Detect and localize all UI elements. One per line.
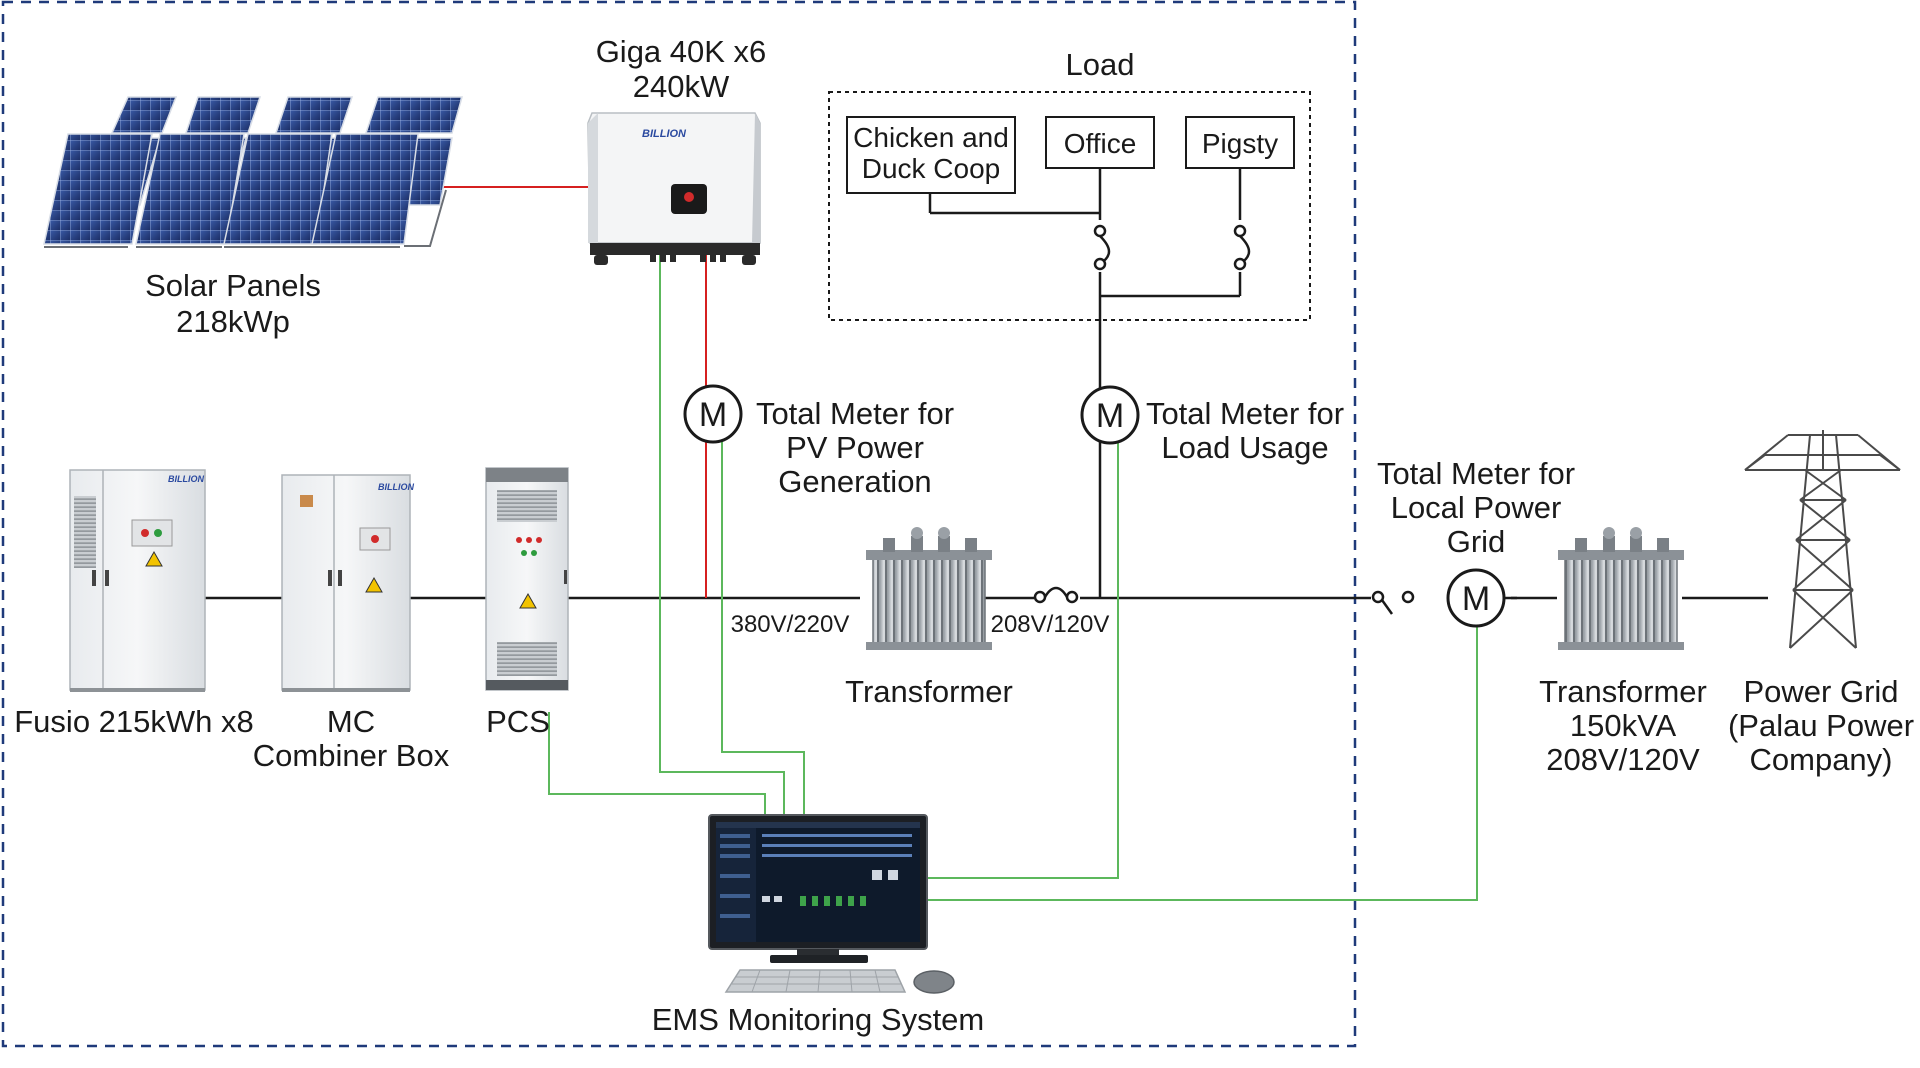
ems-label: EMS Monitoring System: [652, 1002, 985, 1037]
pcs-cabinet-icon: [485, 467, 569, 691]
ac-bus-lines: [205, 168, 1768, 600]
transformer-grid-label-line2: 150kVA: [1570, 708, 1677, 743]
battery-cabinet-icon: BILLION: [69, 469, 206, 692]
keyboard-icon: [724, 969, 907, 993]
meter-grid: M: [1446, 568, 1506, 628]
battery-brand: BILLION: [168, 474, 204, 484]
load-item-office: [1045, 116, 1155, 169]
bus-breaker: [1033, 586, 1079, 604]
transformer-grid-label-line1: Transformer: [1539, 674, 1707, 709]
combiner-label-line2: Combiner Box: [253, 738, 450, 773]
solar-label-line1: Solar Panels: [145, 268, 321, 303]
load-breakers: [1093, 220, 1251, 272]
load-item-office-label: Office: [1064, 128, 1137, 159]
inverter-icon: BILLION: [587, 112, 761, 265]
meter-pv: M: [683, 384, 743, 444]
power-grid-label-line2: (Palau Power: [1728, 708, 1914, 743]
combiner-brand: BILLION: [378, 482, 414, 492]
transformer-icon: [866, 527, 992, 650]
transformer-local-label: Transformer: [845, 674, 1013, 709]
meter-grid-symbol: M: [1462, 580, 1490, 618]
power-grid-label-line3: Company): [1750, 742, 1893, 777]
meter-load-label-line1: Total Meter for: [1146, 396, 1344, 431]
combiner-label-line1: MC: [327, 704, 375, 739]
transformer-icon: [1558, 527, 1684, 650]
meter-grid-label-line1: Total Meter for: [1377, 456, 1575, 491]
system-boundary: [1, 0, 1357, 1048]
dc-lines: [442, 186, 707, 598]
comm-lines: [548, 247, 1478, 901]
storage-label: Fusio 215kWh x8: [14, 704, 254, 739]
load-item-pigsty-label: Pigsty: [1202, 128, 1278, 159]
meter-pv-symbol: M: [699, 396, 727, 434]
transformer-grid-label-line3: 208V/120V: [1546, 742, 1700, 777]
combiner-box-icon: BILLION: [281, 474, 414, 692]
mouse-icon: [913, 970, 955, 994]
meter-load-label-line2: Load Usage: [1161, 430, 1328, 465]
load-item-chicken-coop: [846, 116, 1016, 194]
voltage-label-2: 208V/120V: [991, 611, 1110, 638]
inverter-label-line2: 240kW: [633, 69, 730, 104]
voltage-label-1: 380V/220V: [731, 611, 850, 638]
load-group: [828, 91, 1311, 321]
inverter-brand: BILLION: [642, 128, 687, 140]
meter-pv-label-line1: Total Meter for: [756, 396, 954, 431]
solar-panel-icon: [43, 96, 463, 248]
load-item-chicken-coop-line2: Duck Coop: [862, 153, 1001, 184]
inverter-label-line1: Giga 40K x6: [596, 34, 767, 69]
transmission-tower-icon: [1744, 430, 1901, 649]
switch-icon: [1371, 590, 1415, 615]
pcs-label: PCS: [486, 704, 550, 739]
meter-pv-label-line2: PV Power: [786, 430, 924, 465]
meter-pv-label-line3: Generation: [778, 464, 931, 499]
load-item-pigsty: [1185, 116, 1295, 169]
meter-load-symbol: M: [1096, 397, 1124, 435]
power-grid-label-line1: Power Grid: [1743, 674, 1898, 709]
solar-label-line2: 218kWp: [176, 304, 290, 339]
meter-grid-label-line2: Local Power: [1391, 490, 1562, 525]
meter-load: M: [1080, 385, 1140, 445]
meter-grid-label-line3: Grid: [1447, 524, 1506, 559]
monitor-icon: [708, 814, 928, 963]
load-item-chicken-coop-line1: Chicken and: [853, 122, 1009, 153]
load-title: Load: [1066, 47, 1135, 82]
